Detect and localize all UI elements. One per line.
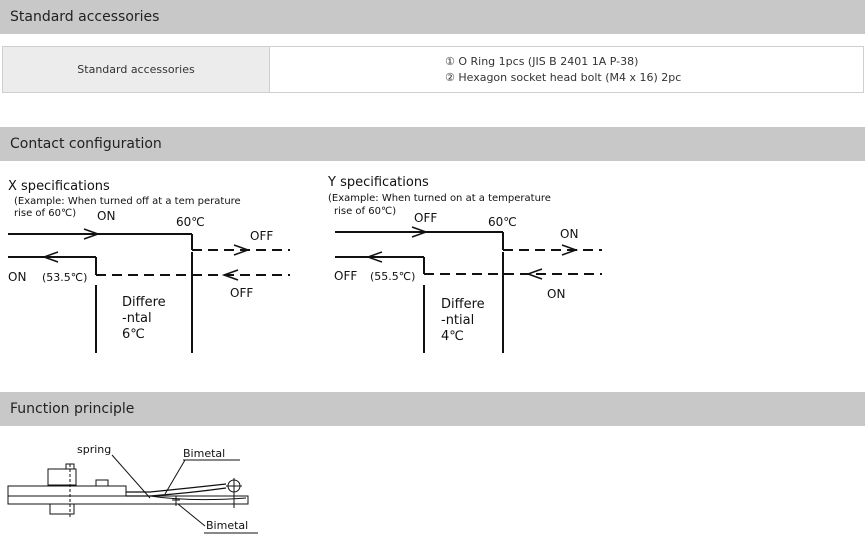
- x-spec-dash-arrow-left-icon: [221, 269, 239, 281]
- section-title: Contact configuration: [10, 136, 162, 152]
- x-spec-on-top: ON: [97, 209, 115, 223]
- y-spec-title: Y specifications: [327, 175, 429, 190]
- x-spec-example-line2: rise of 60℃): [14, 208, 76, 219]
- base-plate-upper: [7, 485, 127, 497]
- x-spec-diff-line2: -ntal: [122, 311, 152, 326]
- y-spec-dash-arrow-right-icon: [561, 244, 579, 256]
- accessories-table: Standard accessories ① O Ring 1pcs (JIS …: [2, 46, 864, 93]
- y-spec-diff-line3: 4℃: [441, 329, 464, 344]
- y-spec-diff-line1: Differe: [441, 297, 485, 312]
- spring-label: spring: [77, 443, 111, 456]
- accessories-label: Standard accessories: [77, 63, 195, 76]
- accessory-item-2: ② Hexagon socket head bolt (M4 x 16) 2pc: [445, 70, 682, 84]
- y-spec-temp-bottom: (55.5℃): [370, 270, 415, 283]
- x-spec-title: X specifications: [8, 179, 110, 194]
- accessories-label-cell: Standard accessories: [3, 47, 270, 92]
- section-header-function-principle: Function principle: [0, 392, 865, 426]
- x-spec-example-line1: (Example: When turned off at a tem perat…: [14, 196, 241, 207]
- spring-strip: [149, 495, 247, 501]
- bimetal-top-label: Bimetal: [183, 447, 225, 460]
- y-spec-diagram: Y specifications (Example: When turned o…: [327, 175, 602, 353]
- x-spec-diagram: X specifications (Example: When turned o…: [8, 179, 290, 353]
- y-spec-off-top: OFF: [414, 211, 437, 225]
- section-title: Standard accessories: [10, 9, 160, 25]
- function-principle-diagram: spring Bimetal Bimetal: [7, 443, 258, 534]
- nut-lower: [49, 503, 75, 515]
- y-spec-diff-line2: -ntial: [441, 313, 474, 328]
- y-spec-temp-top: 60℃: [488, 215, 517, 229]
- bimetal-top-leader-line: [164, 459, 186, 495]
- spring-leader-line: [111, 454, 151, 499]
- x-spec-arrow-right-icon: [83, 228, 101, 240]
- washer: [95, 479, 109, 487]
- x-spec-diff-line3: 6℃: [122, 327, 145, 342]
- y-spec-example-line2: rise of 60℃): [334, 206, 396, 217]
- section-header-standard-accessories: Standard accessories: [0, 0, 865, 34]
- x-spec-temp-bottom: (53.5℃): [42, 271, 87, 284]
- section-header-contact-configuration: Contact configuration: [0, 127, 865, 161]
- nut-upper: [47, 468, 77, 486]
- x-spec-dash-arrow-right-icon: [233, 244, 251, 256]
- y-spec-on-top: ON: [560, 227, 578, 241]
- bimetal-bottom-leader-line: [177, 503, 206, 527]
- x-spec-on-bottom: ON: [8, 270, 26, 284]
- y-spec-arrow-left-icon: [365, 251, 383, 263]
- x-spec-temp-top: 60℃: [176, 215, 205, 229]
- x-spec-off-bottom: OFF: [230, 286, 253, 300]
- bimetal-bottom-label: Bimetal: [206, 519, 248, 532]
- x-spec-diff-line1: Differe: [122, 295, 166, 310]
- y-spec-example-line1: (Example: When turned on at a temperatur…: [328, 193, 551, 204]
- bimetal-strip-upper: [126, 483, 227, 493]
- x-spec-arrow-left-icon: [41, 251, 59, 263]
- y-spec-arrow-right-icon: [411, 226, 429, 238]
- y-spec-on-bottom: ON: [547, 287, 565, 301]
- accessory-item-1: ① O Ring 1pcs (JIS B 2401 1A P-38): [445, 54, 639, 68]
- y-spec-off-bottom: OFF: [334, 269, 357, 283]
- x-spec-off-top: OFF: [250, 229, 273, 243]
- y-spec-dash-arrow-left-icon: [525, 268, 543, 280]
- section-title: Function principle: [10, 401, 135, 417]
- accessories-values-cell: ① O Ring 1pcs (JIS B 2401 1A P-38) ② Hex…: [270, 47, 863, 92]
